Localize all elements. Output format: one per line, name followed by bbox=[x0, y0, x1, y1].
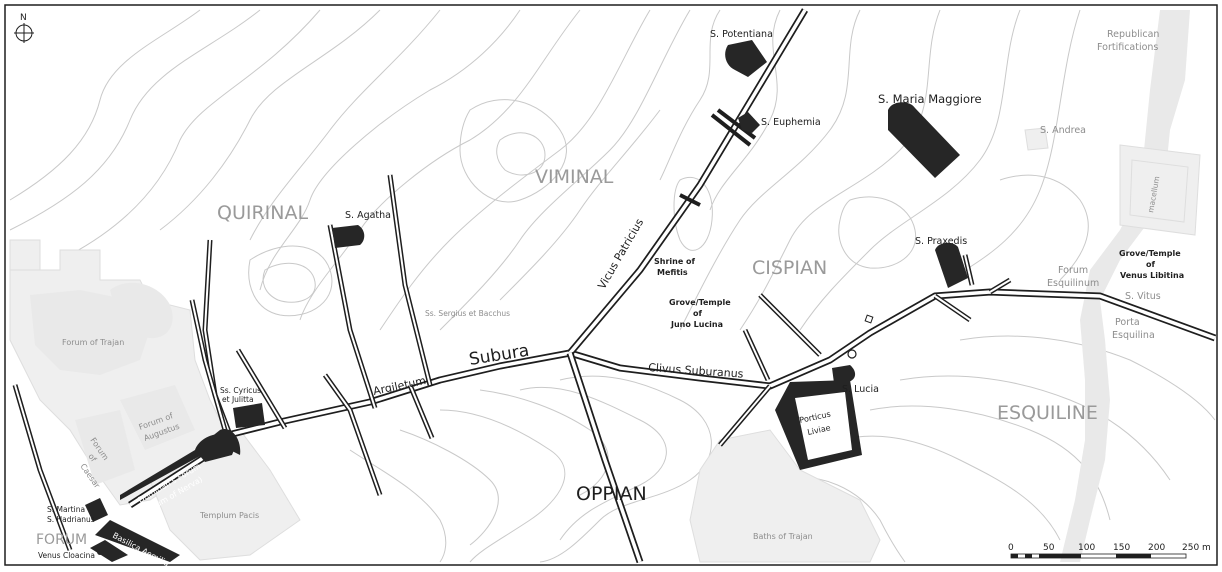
monument-areas bbox=[9, 10, 1201, 563]
label-baths-trajan: Baths of Trajan bbox=[753, 532, 813, 541]
scale-bar: 0 50 100 150 200 250 m bbox=[1008, 543, 1211, 559]
label-porta-1: Porta bbox=[1115, 317, 1140, 328]
label-republican-2: Fortifications bbox=[1097, 42, 1158, 53]
label-s-hadrianus: S. Hadrianus bbox=[47, 515, 95, 524]
scale-bar-segment bbox=[1116, 554, 1151, 558]
scale-bar-tick-label: 100 bbox=[1078, 543, 1095, 553]
scale-bar-segment bbox=[1046, 554, 1081, 558]
north-label: N bbox=[20, 13, 27, 23]
scale-bar-frame bbox=[1010, 553, 1187, 559]
label-ss-cyricus-1: Ss. Cyricus bbox=[220, 386, 261, 395]
scale-bar-sub-segment bbox=[1011, 554, 1018, 558]
scale-bar-tick-label: 200 bbox=[1148, 543, 1165, 553]
label-venus-libitina-2: of bbox=[1146, 260, 1155, 269]
label-venus-cloacina: Venus Cloacina bbox=[38, 551, 95, 560]
label-juno-lucina-1: Grove/Temple bbox=[669, 298, 731, 307]
label-mefitis-1: Shrine of bbox=[654, 257, 696, 266]
hill-label-oppian: OPPIAN bbox=[576, 483, 647, 505]
buildings bbox=[85, 40, 968, 562]
label-s-agatha: S. Agatha bbox=[345, 210, 391, 221]
scale-bar-tick-label: 150 bbox=[1113, 543, 1130, 553]
label-mefitis-2: Mefitis bbox=[657, 268, 688, 277]
label-s-euphemia: S. Euphemia bbox=[761, 117, 821, 128]
scale-bar-tick-label: 250 m bbox=[1182, 543, 1211, 553]
area-label-forum: FORUM bbox=[36, 532, 87, 548]
label-s-maria-maggiore: S. Maria Maggiore bbox=[878, 92, 982, 106]
label-forum-esq-1: Forum bbox=[1058, 265, 1088, 276]
label-templum-pacis: Templum Pacis bbox=[199, 511, 259, 520]
scale-bar-sub-segment bbox=[1025, 554, 1032, 558]
hill-label-cispian: CISPIAN bbox=[752, 257, 827, 279]
label-venus-libitina-1: Grove/Temple bbox=[1119, 249, 1181, 258]
hill-label-quirinal: QUIRINAL bbox=[217, 202, 308, 224]
label-s-martina: S. Martina bbox=[47, 505, 85, 514]
scale-bar-tick-label: 0 bbox=[1008, 543, 1014, 553]
compass-icon bbox=[14, 23, 34, 43]
label-s-vitus: S. Vitus bbox=[1125, 291, 1161, 302]
label-ss-sergius: Ss. Sergius et Bacchus bbox=[425, 309, 510, 318]
label-juno-lucina-3: Juno Lucina bbox=[670, 320, 723, 329]
hill-label-viminal: VIMINAL bbox=[535, 166, 614, 188]
label-forum-caesar-2: of bbox=[86, 452, 98, 464]
label-venus-libitina-3: Venus Libitina bbox=[1120, 271, 1184, 280]
contour-lines bbox=[9, 9, 1216, 563]
label-s-praxedis: S. Praxedis bbox=[915, 236, 967, 247]
hill-label-esquiline: ESQUILINE bbox=[997, 402, 1098, 424]
scale-bar-sub-segment bbox=[1039, 554, 1046, 558]
label-s-andrea: S. Andrea bbox=[1040, 125, 1086, 136]
label-s-potentiana: S. Potentiana bbox=[710, 29, 773, 40]
label-forum-trajan: Forum of Trajan bbox=[62, 338, 124, 347]
scale-bar-tick-label: 50 bbox=[1043, 543, 1055, 553]
label-s-lucia: S. Lucia bbox=[842, 384, 879, 395]
label-forum-esq-2: Esquilinum bbox=[1047, 278, 1099, 289]
label-porta-2: Esquilina bbox=[1112, 330, 1155, 341]
label-republican-1: Republican bbox=[1107, 29, 1159, 40]
label-ss-cyricus-2: et Julitta bbox=[222, 395, 254, 404]
label-juno-lucina-2: of bbox=[693, 309, 702, 318]
roads bbox=[12, 8, 1217, 564]
